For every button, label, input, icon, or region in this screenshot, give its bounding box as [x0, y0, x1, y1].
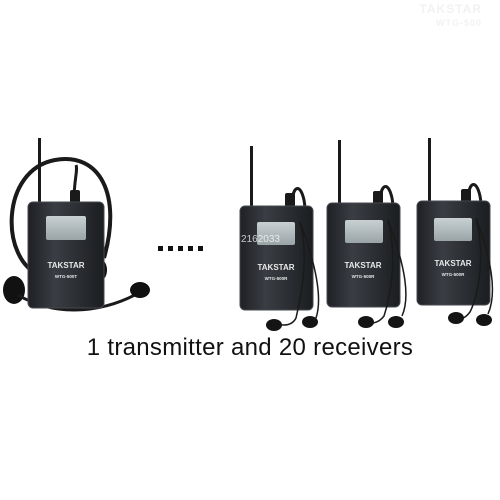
earbud-right: [302, 316, 318, 328]
transmitter-brand: TAKSTAR: [47, 261, 84, 270]
earbud-right: [388, 316, 404, 328]
receiver-device: TAKSTAR WTG-500R: [239, 146, 320, 331]
caption-text: 1 transmitter and 20 receivers: [86, 334, 414, 361]
ellipsis-dots: [158, 246, 203, 251]
earbud-left: [358, 316, 374, 328]
receiver-device: TAKSTAR WTG-500R: [326, 140, 407, 328]
mic-foam: [130, 282, 150, 298]
receiver-brand: TAKSTAR: [344, 261, 381, 270]
headset-band: [9, 157, 113, 277]
receiver-model: WTG-500R: [442, 272, 466, 277]
transmitter-device: TAKSTAR WTG-500T: [3, 138, 150, 312]
receiver-brand: TAKSTAR: [257, 263, 294, 272]
earbud-right: [476, 314, 492, 326]
brand-model: WTG-500: [435, 18, 482, 28]
transmitter-model: WTG-500T: [55, 274, 78, 279]
headset-left-pad: [3, 276, 25, 304]
receiver-device: TAKSTAR WTG-500R: [416, 138, 494, 326]
earbud-left: [266, 319, 282, 331]
brand-name: TAKSTAR: [419, 2, 482, 16]
receiver-brand: TAKSTAR: [434, 259, 471, 268]
store-watermark: Store No: 2162033: [196, 234, 280, 245]
receiver-model: WTG-500R: [352, 274, 376, 279]
transmitter-screen: [46, 216, 86, 240]
receiver-model: WTG-500R: [265, 276, 289, 281]
transmitter-antenna: [38, 138, 41, 208]
earbud-left: [448, 312, 464, 324]
